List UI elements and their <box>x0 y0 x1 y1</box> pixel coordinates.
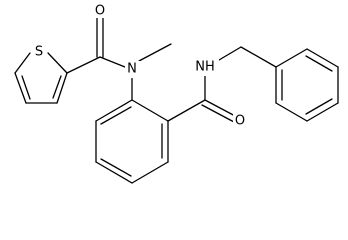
atom-n1-text: N <box>127 62 137 77</box>
bond-ring2-e <box>306 48 339 68</box>
bond-ring2-e-inner <box>305 55 333 72</box>
bond-c2-s <box>47 52 68 74</box>
bond-ring1-d-inner <box>100 158 132 177</box>
atom-label-n2: NH <box>191 59 219 76</box>
bond-ring2-f <box>275 48 308 68</box>
bond-ring2-c-inner <box>305 98 333 115</box>
atom-label-o2: O <box>233 113 248 130</box>
phenyl-ring <box>275 48 339 122</box>
bond-ch2-phenyl <box>240 46 277 68</box>
bond-c3-c2-inner <box>52 75 62 99</box>
bond-ring1-f <box>95 99 133 122</box>
chemical-structure: S O N NH O <box>14 4 339 184</box>
bond-carbonyl-n <box>99 56 126 68</box>
bond-ring1-d <box>95 161 133 184</box>
bond-n-methyl <box>138 43 172 62</box>
atom-s-text: S <box>35 45 43 60</box>
bond-ring1-c <box>131 161 169 184</box>
benzene-ring-central <box>95 99 169 184</box>
atom-label-n1: N <box>125 61 140 78</box>
bond-co2-1 <box>204 99 238 118</box>
bond-ring1-f-inner <box>100 106 132 125</box>
bond-c2-carbonyl <box>66 56 101 74</box>
bond-ring2-c <box>306 102 339 122</box>
atom-n2-text: NH <box>195 60 215 75</box>
bond-ring1-a <box>131 99 169 122</box>
atom-label-s: S <box>32 44 45 61</box>
bond-ring2-b <box>275 102 308 122</box>
bond-c5-c4-inner <box>21 75 31 100</box>
bond-ring-carbonyl <box>167 99 206 122</box>
atom-o2-text: O <box>235 114 245 129</box>
bond-c5-c4 <box>14 72 27 104</box>
atom-o1-text: O <box>95 4 105 19</box>
bond-c3-c2 <box>56 72 68 104</box>
bond-s-c5 <box>14 52 31 74</box>
bond-nh-ch2 <box>218 46 242 61</box>
bond-co2-2 <box>201 104 235 123</box>
thiophene-ring <box>14 52 68 104</box>
atom-label-o1: O <box>93 4 107 19</box>
